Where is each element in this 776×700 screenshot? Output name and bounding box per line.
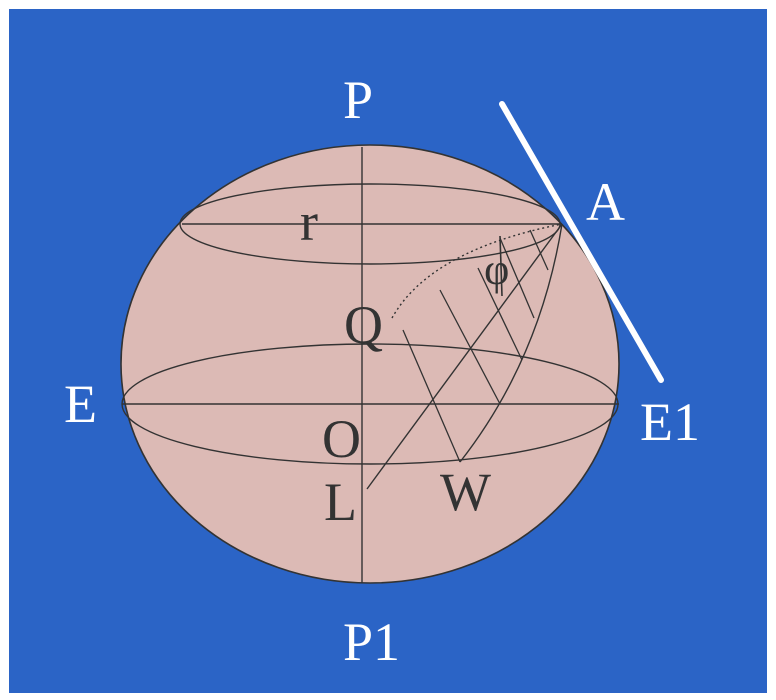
hatch-line-1 [402,329,461,463]
normal-line-A-L [366,223,563,490]
label-r: r [300,192,318,252]
label-E1: E1 [640,392,700,452]
label-P1: P1 [343,612,400,672]
label-O: O [322,409,361,469]
label-A: A [586,172,625,232]
hatch-line-3 [477,267,523,361]
tangent-line [499,101,664,383]
angle-mark [499,235,503,297]
dotted-arc-Q-A [391,223,563,319]
meridian-arc [459,223,563,463]
label-phi: φ [484,245,509,294]
label-W: W [440,462,491,522]
hatch-line-2 [439,289,501,405]
label-P: P [343,70,373,130]
label-Q: Q [344,295,383,355]
sphere-outline [120,144,620,584]
hatch-line-4 [499,237,535,319]
label-E: E [64,374,97,434]
label-L: L [324,472,357,532]
hatch-line-5 [529,229,549,271]
